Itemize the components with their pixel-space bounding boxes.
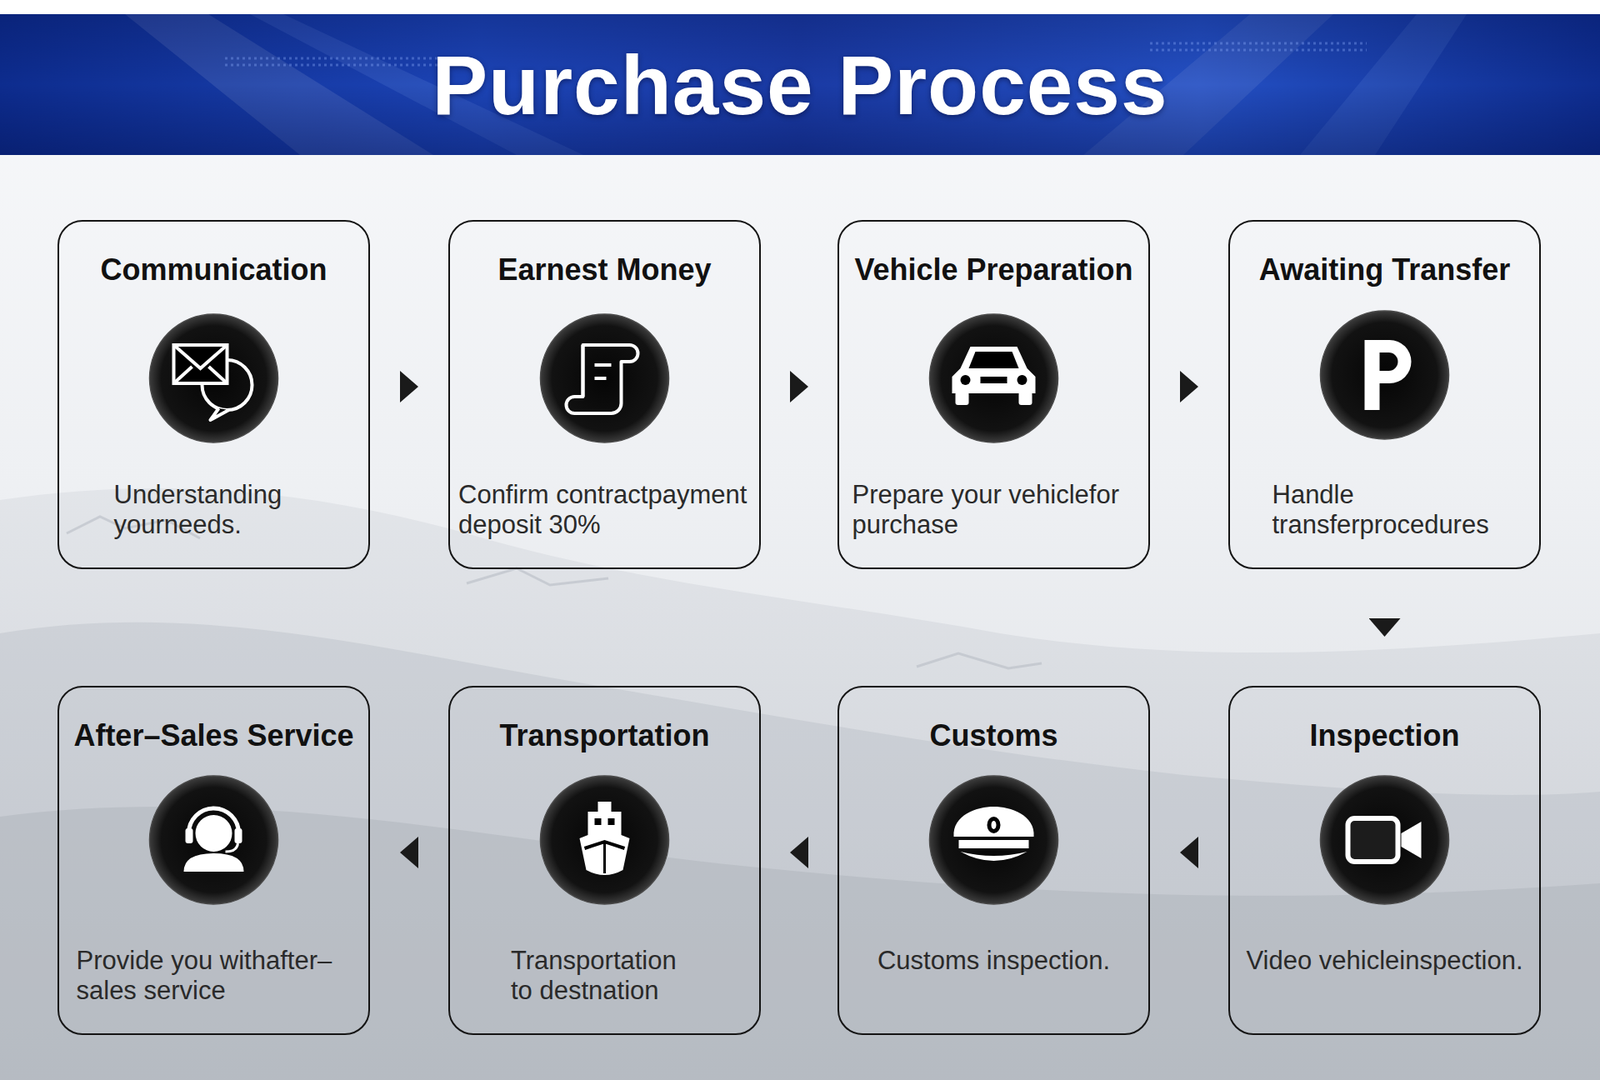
box-heading: Awaiting Transfer <box>1236 251 1533 288</box>
car-icon <box>930 314 1059 443</box>
process-box: Earnest MoneyConfirm contractpayment dep… <box>448 220 761 570</box>
page-title: Purchase Process <box>0 14 1600 155</box>
box-heading: After–Sales Service <box>65 717 362 754</box>
box-body: Video vehicleinspection. <box>1245 945 1523 976</box>
box-body: Handle transferprocedures <box>1272 480 1498 540</box>
box-body: Understanding yourneeds. <box>114 480 315 540</box>
process-box: Vehicle PreparationPrepare your vehiclef… <box>837 220 1150 570</box>
body-wrap: Confirm contractpayment deposit 30% <box>458 480 751 540</box>
body-wrap: Video vehicleinspection. <box>1238 945 1531 976</box>
process-box: CustomsCustoms inspection. <box>837 685 1150 1035</box>
parking-icon <box>1320 310 1450 440</box>
cap-icon <box>930 775 1059 905</box>
body-wrap: Transportation to destnation <box>458 945 751 1006</box>
flow-arrow <box>760 852 838 854</box>
body-wrap: Understanding yourneeds. <box>67 480 360 540</box>
box-body: Confirm contractpayment deposit 30% <box>458 480 751 540</box>
box-body: Customs inspection. <box>877 945 1110 976</box>
flow-arrow <box>370 852 449 854</box>
box-body: Provide you withafter–sales service <box>76 945 352 1006</box>
process-box: TransportationTransportation to destnati… <box>448 685 761 1035</box>
process-box: Awaiting TransferHandle transferprocedur… <box>1228 220 1541 570</box>
process-box: InspectionVideo vehicleinspection. <box>1228 685 1541 1035</box>
ship-icon <box>540 775 670 905</box>
process-box: CommunicationUnderstanding yourneeds. <box>57 220 370 570</box>
box-heading: Transportation <box>456 717 753 754</box>
body-wrap: Handle transferprocedures <box>1238 480 1531 540</box>
process-box: After–Sales ServiceProvide you withafter… <box>57 685 370 1035</box>
box-heading: Inspection <box>1236 717 1533 754</box>
title-text: Purchase Process <box>431 39 1168 131</box>
box-body: Transportation to destnation <box>510 945 699 1006</box>
flow-arrow <box>370 386 449 388</box>
body-wrap: Provide you withafter–sales service <box>67 945 360 1006</box>
box-heading: Earnest Money <box>456 251 753 288</box>
flow-arrow <box>1384 569 1385 686</box>
box-body: Prepare your vehiclefor purchase <box>852 480 1136 540</box>
headset-icon <box>150 775 279 905</box>
flow-arrow <box>1150 852 1229 854</box>
box-heading: Communication <box>65 251 362 288</box>
body-wrap: Customs inspection. <box>847 945 1140 976</box>
box-heading: Vehicle Preparation <box>845 251 1142 288</box>
flow-arrow <box>1150 386 1229 388</box>
box-heading: Customs <box>845 717 1142 754</box>
scroll-icon <box>540 314 670 443</box>
mail-icon <box>150 314 279 443</box>
body-wrap: Prepare your vehiclefor purchase <box>847 480 1140 540</box>
flow-arrow <box>760 386 838 388</box>
video-icon <box>1320 775 1450 905</box>
